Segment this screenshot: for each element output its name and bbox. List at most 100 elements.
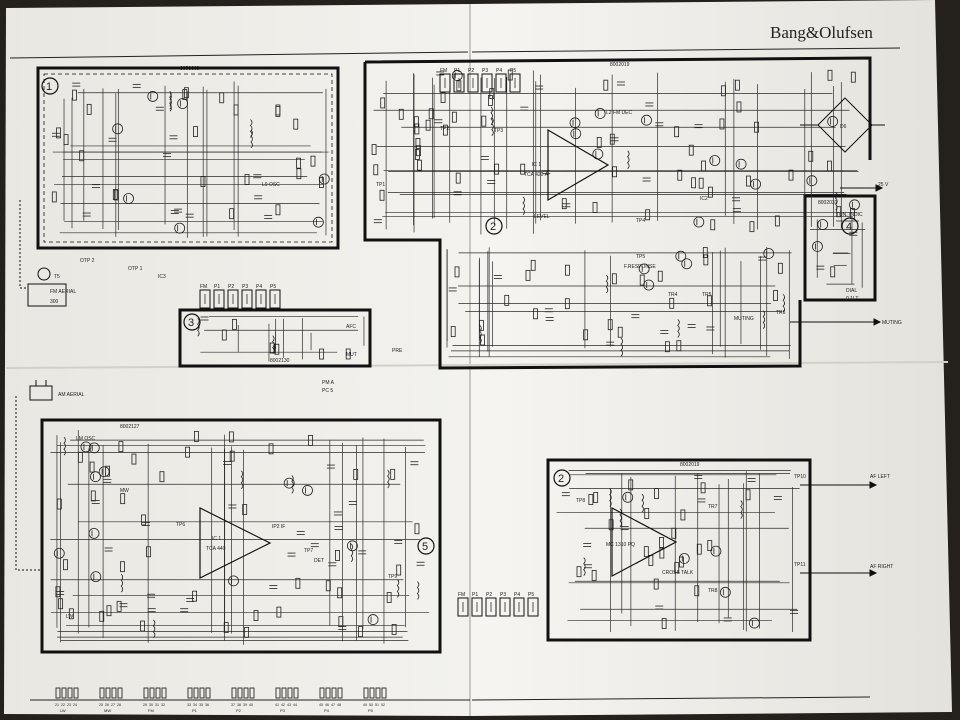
legend-switch: [143, 687, 149, 699]
legend-number: 24: [73, 703, 77, 707]
legend-number: 33: [187, 703, 191, 707]
legend-group-label: P5: [368, 708, 374, 713]
label-mw: MW: [120, 488, 129, 494]
label-dial: DIAL: [846, 288, 857, 294]
legend-switch: [117, 687, 123, 699]
legend-number: 41: [275, 703, 279, 707]
preset-switch: [213, 289, 225, 309]
label-pc5: PC 5: [322, 388, 333, 394]
frame-lines: [9, 47, 901, 701]
label-tr4: TR4: [668, 292, 678, 298]
legend-number: 51: [375, 703, 379, 707]
preset-switch-label: P2: [228, 284, 234, 290]
label-fm-osc: L9 OSC: [262, 182, 280, 188]
output-arrows: [790, 184, 884, 577]
label-lm-osc: LM OSC: [76, 436, 96, 442]
label-otp1: OTP 1: [128, 266, 143, 272]
label-tp1: TP1: [376, 182, 385, 188]
paper-right: [470, 0, 952, 716]
preset-switch: [513, 597, 525, 617]
preset-switch: [199, 289, 211, 309]
components: [51, 69, 860, 639]
label-fm-aerial-ohm: 300: [50, 299, 59, 305]
legend-switch: [149, 687, 155, 699]
legend-number: 40: [249, 703, 253, 707]
sec-code-am: 8002127: [120, 424, 140, 430]
label-level: LEVEL: [534, 214, 550, 220]
label-am-aerial: AM AERIAL: [58, 392, 85, 398]
preset-switch: [481, 73, 493, 93]
legend-switch: [73, 687, 79, 699]
horizontal-fold: [5, 361, 949, 369]
legend-number: 45: [319, 703, 323, 707]
legend-switch: [287, 687, 293, 699]
sec-num-if: 2: [490, 221, 496, 233]
label-det: DET: [314, 558, 324, 564]
box-fm-tuner-dashed: [43, 73, 333, 243]
label-pre: PRE: [392, 348, 403, 354]
legend-number: 31: [155, 703, 159, 707]
label-tca440: TCA 440: [206, 546, 226, 552]
box-display: [803, 194, 877, 302]
preset-switch-label: P5: [270, 284, 276, 290]
preset-switch-label: P3: [482, 68, 488, 74]
legend-number: 48: [337, 703, 341, 707]
legend-number: 28: [117, 703, 121, 707]
legend-switch: [193, 687, 199, 699]
legend-number: 46: [325, 703, 329, 707]
legend-switch: [331, 687, 337, 699]
legend-number: 25: [99, 703, 103, 707]
legend-switch: [275, 687, 281, 699]
preset-switch-label: P2: [486, 592, 492, 598]
preset-switch-label: P3: [500, 592, 506, 598]
sec-num-fm: 1: [46, 81, 52, 93]
ic-amplifiers: [199, 128, 678, 579]
legend-switch: [319, 687, 325, 699]
sec-num-am: 5: [422, 541, 428, 553]
preset-switch: [457, 597, 469, 617]
label-supply: 25 V: [878, 182, 889, 188]
labels: FM AERIAL 300 T5 AM AERIAL L9 OSC L2 FM …: [50, 110, 902, 620]
fm-aerial-jack: [19, 200, 67, 307]
legend-switch: [381, 687, 387, 699]
legend-group-label: LW: [60, 708, 66, 713]
legend-number: 49: [363, 703, 367, 707]
legend-number: 32: [161, 703, 165, 707]
label-tr7: TR7: [708, 504, 718, 510]
legend-group-label: MW: [104, 708, 111, 713]
label-t5: T5: [54, 274, 60, 280]
preset-switch-label: P5: [528, 592, 534, 598]
legend-group-label: P3: [280, 708, 286, 713]
ic-tca440: [199, 507, 272, 579]
legend-switch: [249, 687, 255, 699]
label-tr5: TR5: [702, 292, 712, 298]
legend-switch: [67, 687, 73, 699]
legend-switch: [161, 687, 167, 699]
label-lw: LW: [66, 614, 73, 620]
box-am-tuner: [40, 418, 442, 654]
legend-group-label: P2: [236, 708, 242, 713]
sec-code-fm: 8050063: [180, 66, 200, 72]
preset-switch: [439, 73, 451, 93]
label-d6: D6: [840, 124, 847, 130]
label-tp11: TP11: [794, 562, 806, 568]
legend-number: 42: [281, 703, 285, 707]
legend-number: 39: [243, 703, 247, 707]
legend-group-label: FM: [148, 708, 154, 713]
preset-switch: [227, 289, 239, 309]
sec-code-sw: 8002130: [270, 358, 290, 364]
legend-number: 35: [199, 703, 203, 707]
label-mc1310: MC 1310 PQ: [606, 542, 635, 548]
label-tp4: TP4: [636, 218, 645, 224]
preset-switch: [241, 289, 253, 309]
preset-switch-label: P4: [256, 284, 262, 290]
am-aerial-jack: [15, 380, 53, 571]
legend-number: 29: [143, 703, 147, 707]
label-tr6: TR6: [776, 310, 786, 316]
legend-switch: [363, 687, 369, 699]
label-tp7: TP7: [304, 548, 313, 554]
label-fm-aerial: FM AERIAL: [50, 289, 76, 295]
preset-switch-label: P1: [214, 284, 220, 290]
label-afc: AFC: [346, 324, 356, 330]
